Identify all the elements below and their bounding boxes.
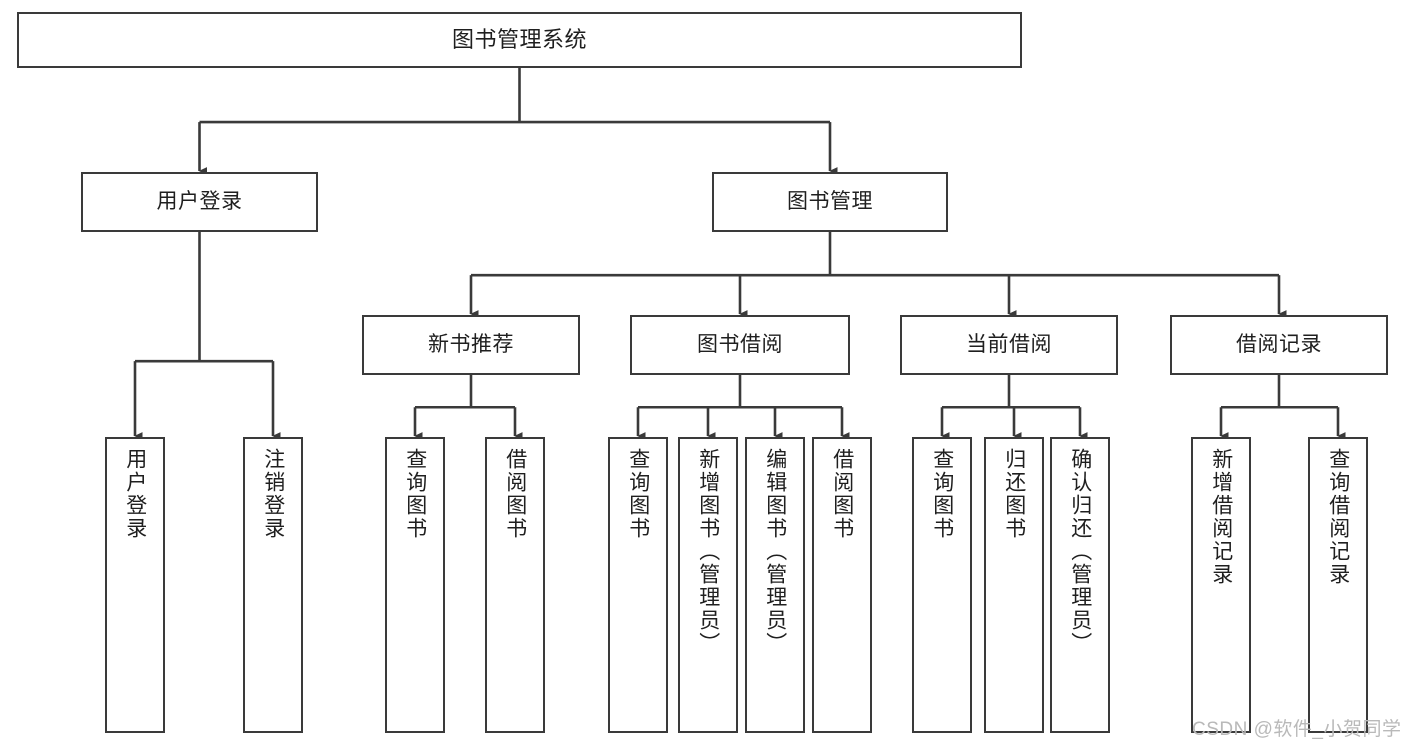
node-leaf-bb-query-book-label: 查询图书 (626, 448, 650, 540)
node-leaf-cb-confirm-return-label: 确认归还（管理员） (1068, 448, 1092, 655)
node-leaf-rec-borrow-book[interactable]: 借阅图书 (485, 437, 545, 733)
node-current-borrow-label: 当前借阅 (966, 333, 1052, 357)
node-leaf-rec-query-book-label: 查询图书 (403, 448, 427, 540)
node-user-login-label: 用户登录 (156, 190, 243, 214)
node-root-label: 图书管理系统 (451, 26, 587, 52)
node-book-borrow[interactable]: 图书借阅 (630, 315, 850, 375)
node-leaf-bb-borrow-book[interactable]: 借阅图书 (812, 437, 872, 733)
node-leaf-cb-query-book-label: 查询图书 (930, 448, 954, 540)
node-leaf-cb-return-book[interactable]: 归还图书 (984, 437, 1044, 733)
node-leaf-logout[interactable]: 注销登录 (243, 437, 303, 733)
node-leaf-bb-add-book[interactable]: 新增图书（管理员） (678, 437, 738, 733)
node-book-management-label: 图书管理 (787, 190, 873, 214)
node-root[interactable]: 图书管理系统 (17, 12, 1022, 68)
node-user-login[interactable]: 用户登录 (81, 172, 318, 232)
node-leaf-cb-confirm-return[interactable]: 确认归还（管理员） (1050, 437, 1110, 733)
node-leaf-cb-query-book[interactable]: 查询图书 (912, 437, 972, 733)
node-book-management[interactable]: 图书管理 (712, 172, 948, 232)
node-new-book-recommend[interactable]: 新书推荐 (362, 315, 580, 375)
node-new-book-recommend-label: 新书推荐 (428, 333, 514, 357)
csdn-watermark: CSDN @软件_小贺同学 (1192, 719, 1402, 740)
node-leaf-user-login-label: 用户登录 (123, 448, 147, 540)
node-book-borrow-label: 图书借阅 (697, 333, 783, 357)
node-borrow-record-label: 借阅记录 (1236, 333, 1322, 357)
node-leaf-user-login[interactable]: 用户登录 (105, 437, 165, 733)
node-current-borrow[interactable]: 当前借阅 (900, 315, 1118, 375)
node-leaf-bb-query-book[interactable]: 查询图书 (608, 437, 668, 733)
node-leaf-bb-borrow-book-label: 借阅图书 (830, 448, 854, 540)
node-leaf-bb-add-book-label: 新增图书（管理员） (696, 448, 720, 655)
node-leaf-logout-label: 注销登录 (261, 448, 285, 540)
node-leaf-bb-edit-book-label: 编辑图书（管理员） (763, 448, 787, 655)
node-borrow-record[interactable]: 借阅记录 (1170, 315, 1388, 375)
node-leaf-cb-return-book-label: 归还图书 (1002, 448, 1026, 540)
node-leaf-br-query-record-label: 查询借阅记录 (1326, 448, 1350, 586)
node-leaf-bb-edit-book[interactable]: 编辑图书（管理员） (745, 437, 805, 733)
node-leaf-rec-borrow-book-label: 借阅图书 (503, 448, 527, 540)
node-leaf-br-add-record-label: 新增借阅记录 (1209, 448, 1233, 586)
node-leaf-br-query-record[interactable]: 查询借阅记录 (1308, 437, 1368, 733)
node-leaf-rec-query-book[interactable]: 查询图书 (385, 437, 445, 733)
node-leaf-br-add-record[interactable]: 新增借阅记录 (1191, 437, 1251, 733)
